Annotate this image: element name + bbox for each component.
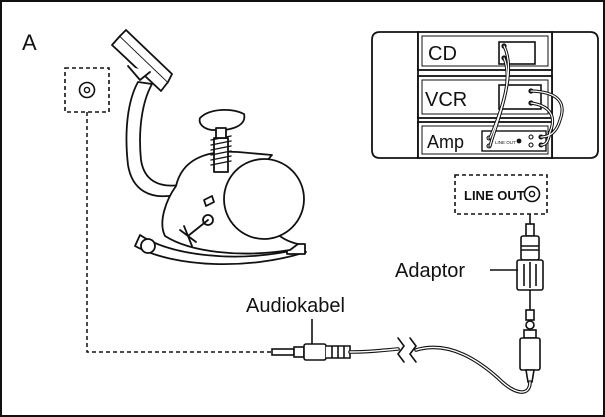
cable-break-icon <box>397 337 417 363</box>
cd-label: CD <box>428 43 457 65</box>
left-speaker <box>371 31 419 159</box>
figure-label: A <box>22 30 37 55</box>
cable-label: Audiokabel <box>246 295 345 317</box>
line-out-jack: LINE OUT <box>454 174 548 215</box>
adaptor-label: Adaptor <box>395 260 465 282</box>
amp-label: Amp <box>427 132 464 152</box>
audio-cable <box>348 337 532 394</box>
audio-jack-icon <box>78 81 96 99</box>
vcr-label: VCR <box>425 89 467 111</box>
cd-unit: CD <box>417 31 553 71</box>
audio-jack-icon <box>523 185 541 203</box>
rca-adaptor-icon <box>516 214 544 383</box>
amp-line-out-label: LINE OUT <box>495 140 516 145</box>
amp-unit: Amp LINE OUT <box>417 121 553 159</box>
hidden-cable-path <box>86 112 272 353</box>
right-speaker <box>551 31 599 159</box>
vcr-unit: VCR <box>417 75 553 119</box>
line-out-label: LINE OUT <box>464 188 525 203</box>
exercise-bike-icon <box>111 29 307 266</box>
stereo-system-icon: CD VCR Amp LINE OUT <box>371 31 599 159</box>
mini-plug-icon <box>271 343 351 361</box>
console-jack <box>64 67 110 113</box>
